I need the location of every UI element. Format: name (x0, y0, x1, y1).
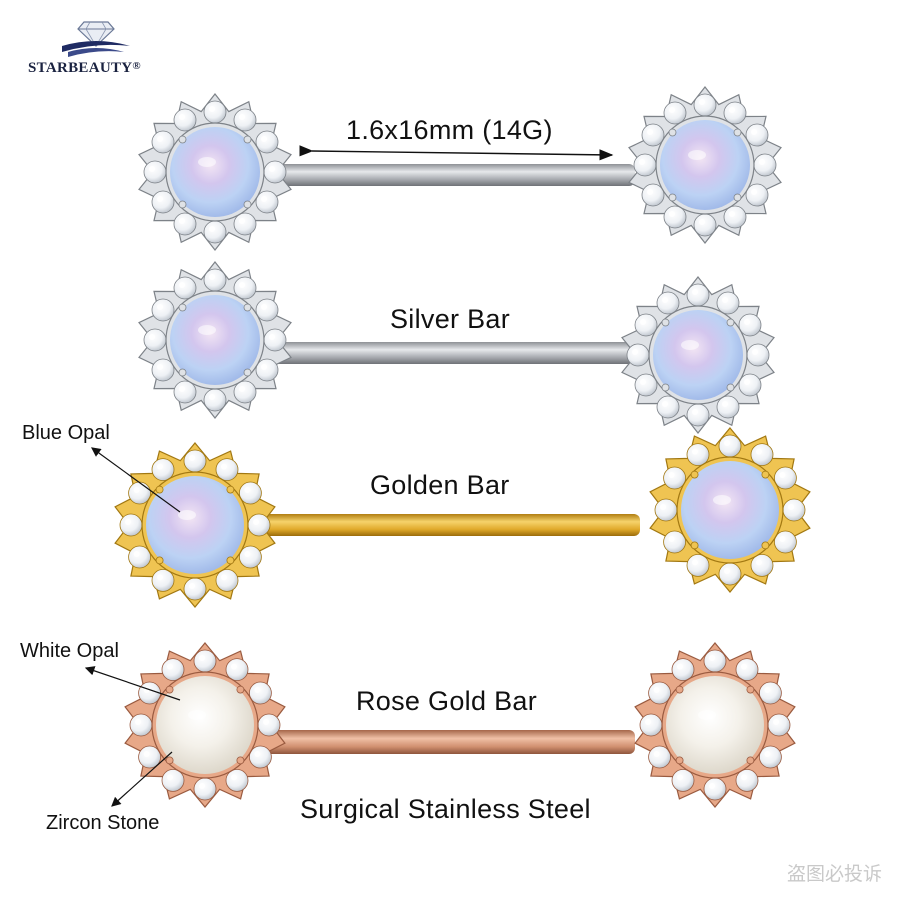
rose-ornament-right (634, 642, 796, 808)
golden-bar-label: Golden Bar (370, 470, 510, 500)
material-label: Surgical Stainless Steel (300, 794, 591, 824)
silver-ornament-top-left (138, 93, 292, 251)
watermark: 盗图必投诉 (786, 863, 882, 885)
silver-ornament-left (138, 261, 292, 419)
white-opal-arrow (84, 666, 181, 701)
rose-gold-bar-label: Rose Gold Bar (356, 686, 537, 716)
size-label: 1.6x16mm (14G) (346, 115, 553, 145)
golden-ornament-right (649, 427, 811, 593)
rose-ornament-left (124, 642, 286, 808)
silver-ornament-right (621, 276, 775, 434)
diamond-swoosh-icon (62, 21, 130, 57)
golden-ornament-left (114, 442, 276, 608)
blue-opal-callout: Blue Opal (22, 422, 110, 444)
silver-bar-label: Silver Bar (390, 304, 511, 334)
brand-name: STARBEAUTY® (28, 60, 141, 76)
silver-bar-top (250, 164, 635, 186)
white-opal-callout: White Opal (20, 640, 119, 662)
rose-gold-bar (250, 730, 635, 754)
blue-opal-arrow (91, 447, 181, 513)
zircon-stone-arrow (111, 751, 173, 807)
silver-ornament-top-right (628, 86, 782, 244)
golden-bar (240, 514, 640, 536)
silver-bar (250, 342, 635, 364)
size-dimension-line (299, 145, 614, 161)
zircon-stone-callout: Zircon Stone (46, 812, 160, 834)
